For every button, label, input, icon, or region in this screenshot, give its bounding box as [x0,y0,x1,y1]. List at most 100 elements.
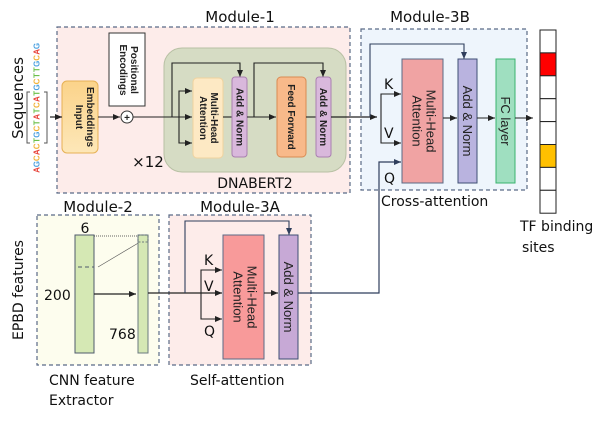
add-norm-cross-label: Add & Norm [460,86,475,157]
cross-q-label: Q [384,171,395,187]
nucleotide: T [33,67,42,72]
nucleotide: T [33,91,42,96]
tf-binding-label-1: TF binding [519,219,593,235]
nucleotide: T [33,73,42,78]
mha-cross-label-2: Attention [410,95,425,146]
binding-site-cell-empty [539,121,557,145]
module-2-title: Module-2 [63,198,133,216]
epbd-features-label: EPBD features [11,240,27,340]
arrow-self-q [200,293,222,322]
dnabert2-label: DNABERT2 [217,176,292,192]
mha-cross-label-1: Multi-Head [424,90,439,153]
nucleotide: A [33,149,42,155]
mha-bert-label-2: Attention [197,96,208,140]
residual-1 [171,62,243,117]
nucleotide: C [33,102,42,108]
cross-attention-caption: Cross-attention [381,194,488,210]
add-norm-bert-1-label: Add & Norm [234,88,245,146]
cross-k-label: K [384,77,394,93]
tf-binding-label-2: sites [522,240,555,256]
nucleotide: G [33,131,42,137]
cross-v-label: V [384,126,394,142]
cnn-output-cell [137,234,149,243]
nucleotide: T [33,120,42,125]
add-norm-self-label: Add & Norm [281,262,296,333]
positional-encodings-label-2: Encodings [117,44,128,96]
self-q-label: Q [204,324,215,340]
module-3a: Module-3A Self-attention K V Q Multi-Hea… [148,159,401,389]
nucleotide: A [33,96,42,102]
conv-kernel-window [74,234,95,268]
sequence-bracket [26,91,30,144]
add-norm-block-self [278,234,299,360]
binding-site-cell-empty [539,98,557,123]
binding-site-cell-red [539,52,557,77]
nucleotide: G [33,61,42,67]
arrow-mha-q [178,88,192,117]
plus-icon: + [124,113,130,124]
feed-forward-label: Feed Forward [285,84,296,150]
dim-out-label: 768 [109,327,136,343]
module-3a-title: Module-3A [200,198,280,216]
sequence-bracket-right [44,91,48,144]
nucleotide: A [33,114,42,120]
residual-2 [253,62,326,117]
add-norm-bert-2-label: Add & Norm [317,88,328,146]
nucleotide: C [33,143,42,149]
fc-layer-block [495,58,516,184]
nucleotide: G [33,43,42,49]
cnn-caption-line-1: CNN feature [49,373,135,389]
mha-self-label-2: Attention [231,271,246,322]
self-k-label: K [204,253,214,269]
tf-binding-sites-output [539,29,557,214]
module-3b-title: Module-3B [390,8,470,26]
dim-width-label: 6 [81,221,90,237]
arrow-cross-k [380,91,401,117]
mha-block-self [222,234,265,360]
binding-site-cell-empty [539,75,557,100]
self-v-label: V [204,279,214,295]
positional-encodings-label-1: Positional [128,46,139,94]
input-embeddings-label-2: Embeddings [84,87,95,147]
arrow-self-to-cross-q [298,159,401,294]
module-2: Module-2 CNN feature Extractor EPBD feat… [11,198,160,409]
positional-encodings-block [108,32,146,107]
cnn-caption-line-2: Extractor [49,393,114,409]
binding-site-cell-empty [539,166,557,191]
binding-site-cell-empty [539,29,557,54]
kernel-projection-diag [97,241,141,268]
nucleotide: C [33,55,42,61]
nucleotide: G [33,84,42,90]
dim-rows-label: 200 [44,288,71,304]
nucleotide: A [33,167,42,173]
nucleotide: T [33,108,42,113]
self-attention-caption: Self-attention [190,373,284,389]
module-1-title: Module-1 [205,8,275,26]
add-norm-block-cross [457,58,478,184]
nucleotide: A [33,49,42,55]
nucleotide: G [33,161,42,167]
binding-site-cell-empty [539,189,557,214]
epbd-input-matrix [74,234,95,354]
repeat-count: ×12 [132,153,164,171]
input-embeddings-label-1: Input [73,105,84,130]
residual-cross [369,43,467,117]
arrow-cross-v [380,117,401,146]
cnn-output-vector [137,234,149,354]
nucleotide: C [33,126,42,132]
sequences-label: Sequences [9,57,27,139]
fc-layer-label: FC layer [498,96,513,146]
arrow-self-k [200,267,222,293]
module-3b: Module-3B Cross-attention K V Q Multi-He… [331,8,533,210]
binding-site-cell-orange [539,144,557,168]
mha-self-label-1: Multi-Head [245,266,260,329]
residual-self [184,220,292,293]
arrow-mha-v [178,117,192,146]
nucleotide: C [33,78,42,84]
nucleotide: T [33,138,42,143]
module-1: Module-1 DNABERT2 ×12 Input Embeddings P… [50,8,351,194]
mha-bert-label-1: Multi-Head [208,92,219,143]
